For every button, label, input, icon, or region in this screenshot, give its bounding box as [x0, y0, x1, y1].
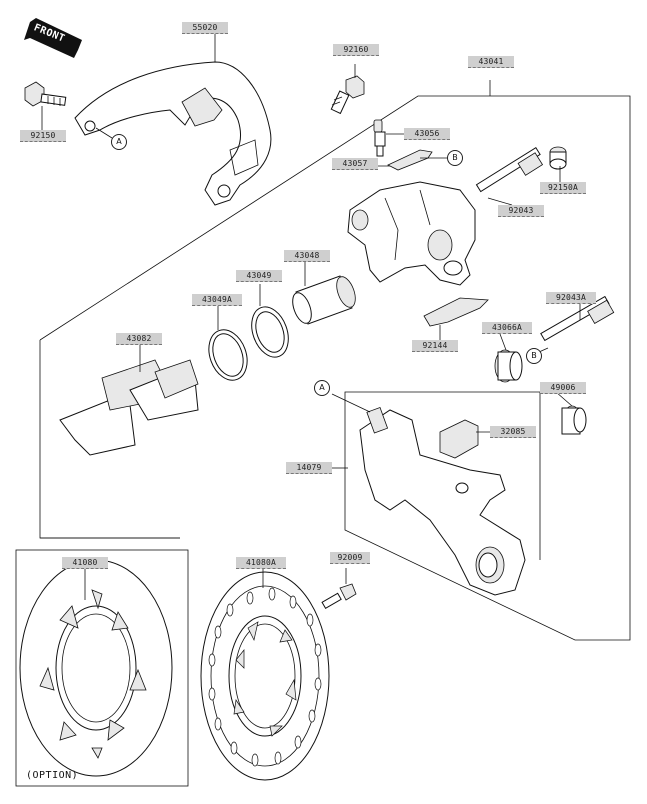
part-label-41080a: 41080A	[236, 557, 286, 569]
part-label-55020: 55020	[182, 22, 228, 34]
reference-marker-a-bracket: A	[314, 380, 330, 396]
part-label-43066a: 43066A	[482, 322, 532, 334]
boot-49006-part	[561, 405, 587, 435]
part-label-14079: 14079	[286, 462, 332, 474]
part-label-43048: 43048	[284, 250, 330, 262]
part-label-41080: 41080	[62, 557, 108, 569]
brake-guard-part	[74, 61, 272, 206]
reference-marker-b-pin: B	[526, 348, 542, 364]
dust-seal-part	[208, 329, 248, 381]
caliper-assembly-outline	[39, 95, 631, 641]
bleeder-valve-part	[373, 119, 386, 157]
caliper-body-part	[347, 181, 476, 286]
part-label-49006: 49006	[540, 382, 586, 394]
brake-pad-part	[59, 359, 199, 456]
clip-part	[439, 419, 479, 459]
brake-disc-41080a-part	[200, 571, 330, 781]
brake-disc-41080-part	[19, 559, 173, 777]
part-label-43049: 43049	[236, 270, 282, 282]
part-label-43057: 43057	[332, 158, 378, 170]
part-label-92160: 92160	[333, 44, 379, 56]
option-frame	[15, 549, 189, 787]
front-arrow-icon	[24, 18, 82, 58]
part-label-43049a: 43049A	[192, 294, 242, 306]
boot-part	[494, 349, 523, 383]
part-label-92150: 92150	[20, 130, 66, 142]
piston-part	[292, 275, 356, 325]
reference-marker-b-caliper: B	[447, 150, 463, 166]
caliper-bracket-part	[359, 407, 526, 596]
disc-bolt-part	[321, 583, 357, 610]
pin-92043-part	[475, 146, 544, 193]
part-label-43056: 43056	[404, 128, 450, 140]
pad-spring-part	[387, 149, 433, 171]
pad-shim-part	[423, 297, 489, 327]
part-label-92043: 92043	[498, 205, 544, 217]
part-label-92150a: 92150A	[540, 182, 586, 194]
pin-92043a-part	[540, 295, 615, 342]
plug-92150a-part	[549, 146, 567, 170]
part-label-92043a: 92043A	[546, 292, 596, 304]
bolt-92150-part	[24, 81, 67, 107]
option-label: (OPTION)	[26, 770, 79, 781]
piston-seal-part	[251, 306, 289, 358]
part-label-43082: 43082	[116, 333, 162, 345]
reference-marker-a-guard: A	[111, 134, 127, 150]
part-label-92144: 92144	[412, 340, 458, 352]
part-label-92009: 92009	[330, 552, 370, 564]
part-label-43041: 43041	[468, 56, 514, 68]
bolt-92160-part	[330, 75, 365, 115]
part-label-32085: 32085	[490, 426, 536, 438]
